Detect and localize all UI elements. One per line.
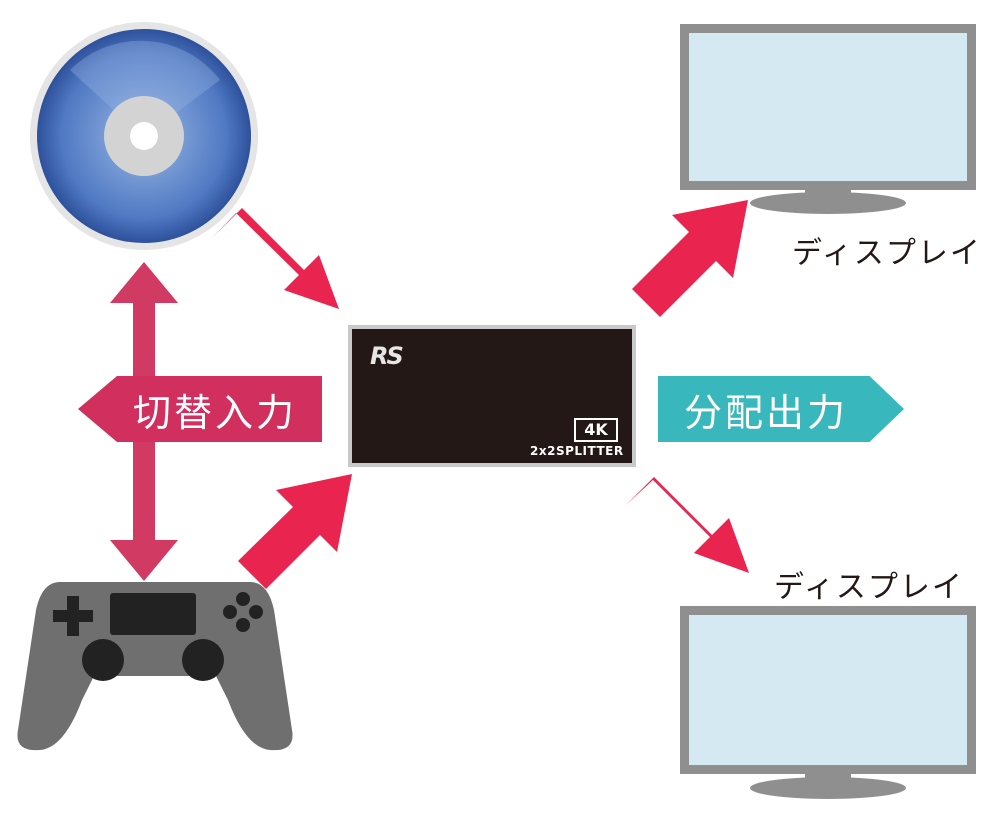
input-switch-label: 切替入力: [132, 390, 297, 435]
display-bottom-label: ディスプレイ: [774, 570, 964, 605]
input-switch-tag: 切替入力: [78, 376, 322, 442]
disc-icon: [30, 22, 258, 250]
arrow-splitter-to-display-bottom: [626, 477, 749, 573]
output-distribute-label: 分配出力: [683, 390, 848, 435]
arrow-controller-to-splitter: [238, 474, 352, 589]
monitor-bottom-icon: [680, 606, 976, 799]
4k-badge: 4K: [574, 418, 618, 442]
display-top-label: ディスプレイ: [792, 236, 982, 271]
monitor-top-icon: [680, 24, 976, 214]
brand-logo: RS: [370, 342, 404, 370]
controller-icon: [17, 582, 293, 751]
arrow-splitter-to-display-top: [632, 200, 748, 317]
arrow-disc-to-splitter: [212, 208, 339, 309]
output-distribute-tag: 分配出力: [658, 376, 904, 442]
model-name: 2x2SPLITTER: [530, 444, 624, 458]
